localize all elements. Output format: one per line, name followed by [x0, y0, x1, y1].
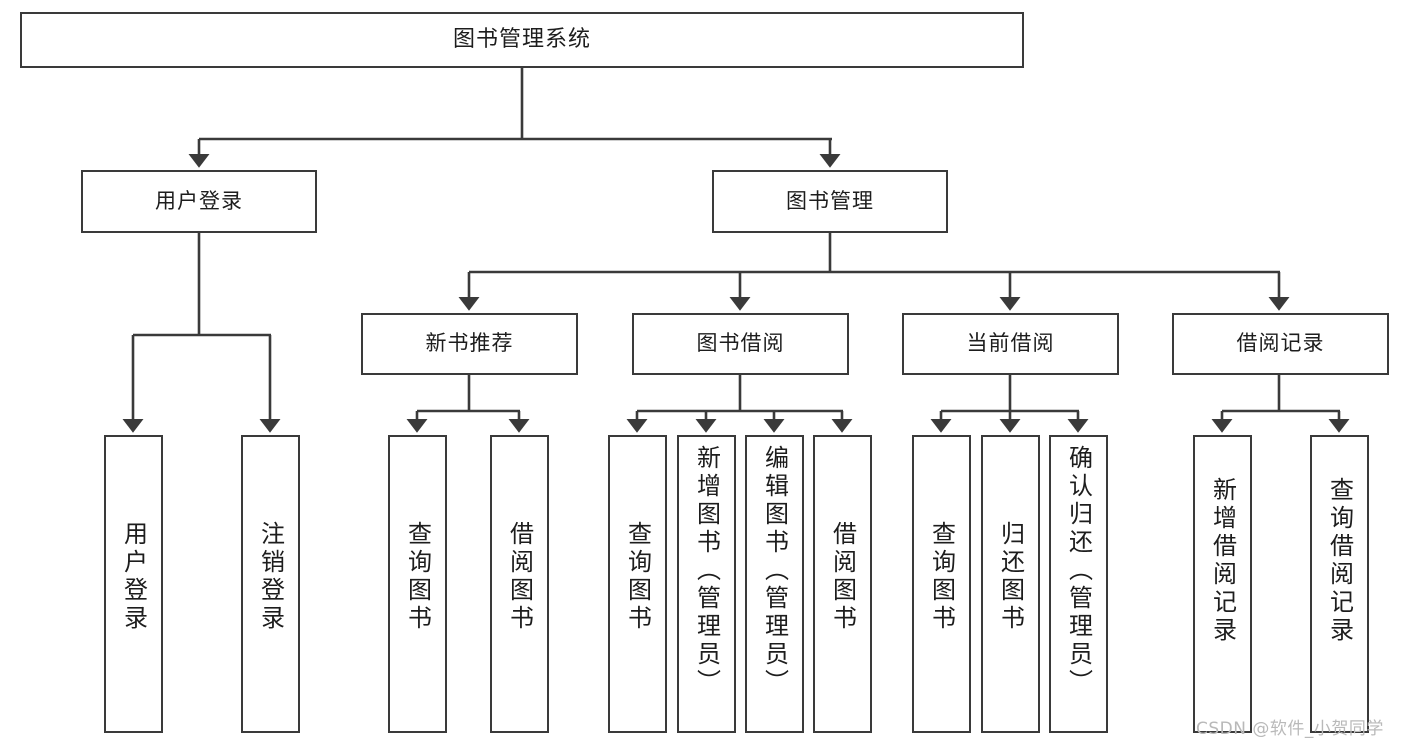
node-label: 编辑图书（管理员） [760, 445, 789, 697]
node-label: 图书管理系统 [452, 26, 591, 52]
node-label: 注销登录 [256, 521, 285, 633]
node-label: 借阅图书 [505, 521, 534, 633]
node-borrow-record[interactable]: 借阅记录 [1172, 313, 1389, 375]
leaf-confirm-return[interactable]: 确认归还（管理员） [1049, 435, 1108, 733]
node-label: 归还图书 [996, 521, 1025, 633]
node-label: 用户登录 [119, 521, 148, 633]
leaf-borrow-book-1[interactable]: 借阅图书 [490, 435, 549, 733]
leaf-query-book-2[interactable]: 查询图书 [608, 435, 667, 733]
leaf-borrow-book-2[interactable]: 借阅图书 [813, 435, 872, 733]
node-label: 图书借阅 [696, 331, 785, 356]
node-label: 查询图书 [927, 521, 956, 633]
node-label: 新书推荐 [425, 331, 514, 356]
node-book-manage[interactable]: 图书管理 [712, 170, 948, 233]
node-label: 查询图书 [623, 521, 652, 633]
node-label: 查询借阅记录 [1325, 477, 1354, 645]
leaf-add-record[interactable]: 新增借阅记录 [1193, 435, 1252, 733]
node-label: 新增借阅记录 [1208, 477, 1237, 645]
leaf-query-book-1[interactable]: 查询图书 [388, 435, 447, 733]
node-label: 查询图书 [403, 521, 432, 633]
node-label: 当前借阅 [966, 331, 1055, 356]
node-label: 用户登录 [155, 188, 243, 213]
leaf-query-record[interactable]: 查询借阅记录 [1310, 435, 1369, 733]
leaf-query-book-3[interactable]: 查询图书 [912, 435, 971, 733]
node-label: 借阅记录 [1236, 331, 1325, 356]
node-book-borrow[interactable]: 图书借阅 [632, 313, 849, 375]
csdn-watermark: CSDN @软件_小贺同学 [1196, 719, 1384, 739]
leaf-return-book[interactable]: 归还图书 [981, 435, 1040, 733]
node-user-login[interactable]: 用户登录 [81, 170, 317, 233]
node-root-system[interactable]: 图书管理系统 [20, 12, 1024, 68]
leaf-user-logout[interactable]: 注销登录 [241, 435, 300, 733]
leaf-user-login[interactable]: 用户登录 [104, 435, 163, 733]
node-label: 新增图书（管理员） [692, 445, 721, 697]
node-current-borrow[interactable]: 当前借阅 [902, 313, 1119, 375]
leaf-edit-book[interactable]: 编辑图书（管理员） [745, 435, 804, 733]
node-label: 确认归还（管理员） [1064, 445, 1093, 697]
node-label: 借阅图书 [828, 521, 857, 633]
node-new-book-rec[interactable]: 新书推荐 [361, 313, 578, 375]
leaf-add-book[interactable]: 新增图书（管理员） [677, 435, 736, 733]
node-label: 图书管理 [786, 188, 874, 213]
